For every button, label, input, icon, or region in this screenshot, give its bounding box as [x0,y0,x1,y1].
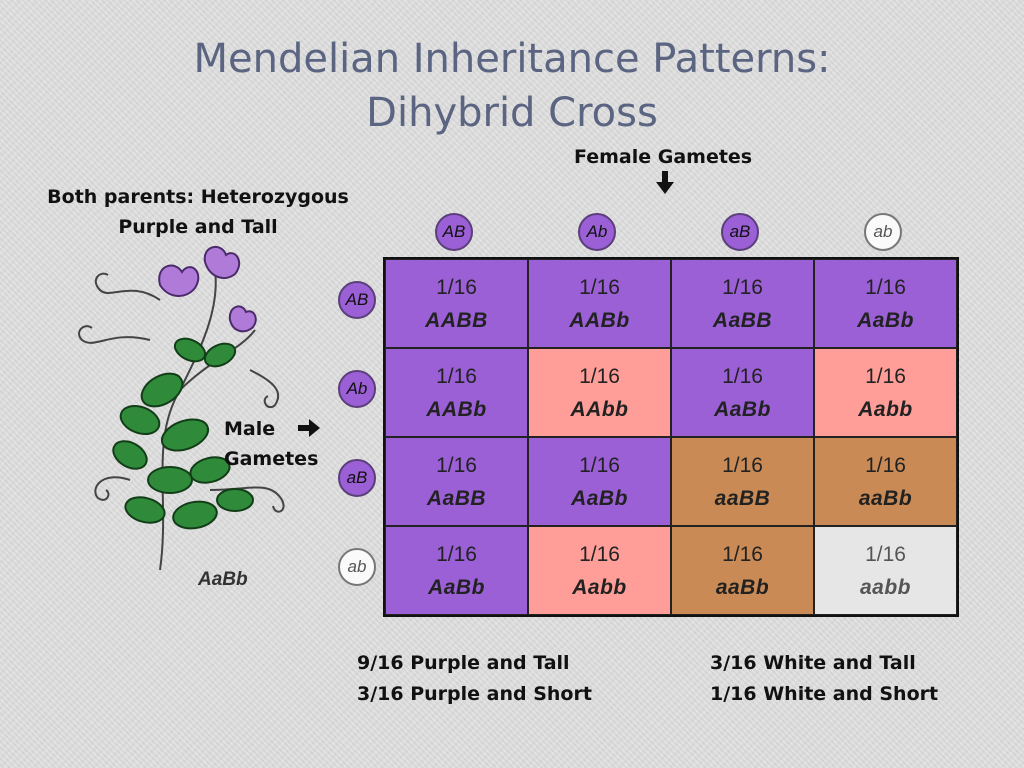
slide-title: Mendelian Inheritance Patterns: Dihybrid… [0,32,1024,140]
cell-genotype: AaBb [857,308,914,332]
male-label-line-1: Male [224,418,276,440]
female-gametes-label: Female Gametes [574,146,753,168]
summary-purple-tall: 9/16 Purple and Tall [357,652,570,674]
cell-genotype: Aabb [858,397,913,421]
cell-genotype: aaBb [858,486,913,510]
cell-genotype: aabb [859,575,911,599]
punnett-cell: 1/16 aaBb [814,437,957,526]
summary-white-short: 1/16 White and Short [710,683,939,705]
cell-fraction: 1/16 [436,364,477,388]
cell-genotype: AaBB [712,308,773,332]
cell-fraction: 1/16 [865,364,906,388]
cell-genotype: AABb [426,397,487,421]
punnett-cell: 1/16 aaBb [671,526,814,615]
cell-fraction: 1/16 [436,453,477,477]
cell-fraction: 1/16 [579,542,620,566]
cell-fraction: 1/16 [722,542,763,566]
cell-genotype: AABb [569,308,630,332]
female-gamete: ab [864,213,902,251]
male-gamete: aB [338,459,376,497]
cell-fraction: 1/16 [722,364,763,388]
cell-genotype: AaBb [571,486,628,510]
cell-fraction: 1/16 [722,275,763,299]
summary-left: 9/16 Purple and Tall 3/16 Purple and Sho… [357,648,592,710]
cell-genotype: AAbb [570,397,629,421]
summary-white-tall: 3/16 White and Tall [710,652,916,674]
male-gametes-label: Male Gametes [224,414,318,474]
cell-genotype: aaBB [714,486,771,510]
cell-genotype: aaBb [715,575,770,599]
cell-genotype: AaBB [426,486,487,510]
punnett-cell: 1/16 aabb [814,526,957,615]
cell-fraction: 1/16 [436,542,477,566]
cell-fraction: 1/16 [579,364,620,388]
title-line-1: Mendelian Inheritance Patterns: [193,36,831,82]
cell-fraction: 1/16 [722,453,763,477]
parents-label: Both parents: Heterozygous Purple and Ta… [38,182,358,242]
cell-fraction: 1/16 [436,275,477,299]
pea-plant-illustration [78,246,285,571]
punnett-cell: 1/16 aaBB [671,437,814,526]
female-gamete: Ab [578,213,616,251]
summary-right: 3/16 White and Tall 1/16 White and Short [710,648,938,710]
parents-label-line-1: Both parents: Heterozygous [47,186,349,208]
female-gamete: AB [435,213,473,251]
plant-genotype: AaBb [198,569,248,590]
cell-fraction: 1/16 [865,275,906,299]
cell-genotype: Aabb [572,575,627,599]
title-line-2: Dihybrid Cross [366,90,658,136]
male-gamete: AB [338,281,376,319]
male-label-line-2: Gametes [224,448,319,470]
cell-fraction: 1/16 [865,542,906,566]
cell-genotype: AaBb [714,397,771,421]
cell-genotype: AaBb [428,575,485,599]
parents-label-line-2: Purple and Tall [118,216,278,238]
arrow-right-icon [298,419,320,437]
summary-purple-short: 3/16 Purple and Short [357,683,592,705]
cell-fraction: 1/16 [865,453,906,477]
male-gamete: Ab [338,370,376,408]
cell-fraction: 1/16 [579,453,620,477]
cell-fraction: 1/16 [579,275,620,299]
male-gamete: ab [338,548,376,586]
arrow-down-icon [656,171,674,194]
cell-genotype: AABB [425,308,488,332]
female-gamete: aB [721,213,759,251]
